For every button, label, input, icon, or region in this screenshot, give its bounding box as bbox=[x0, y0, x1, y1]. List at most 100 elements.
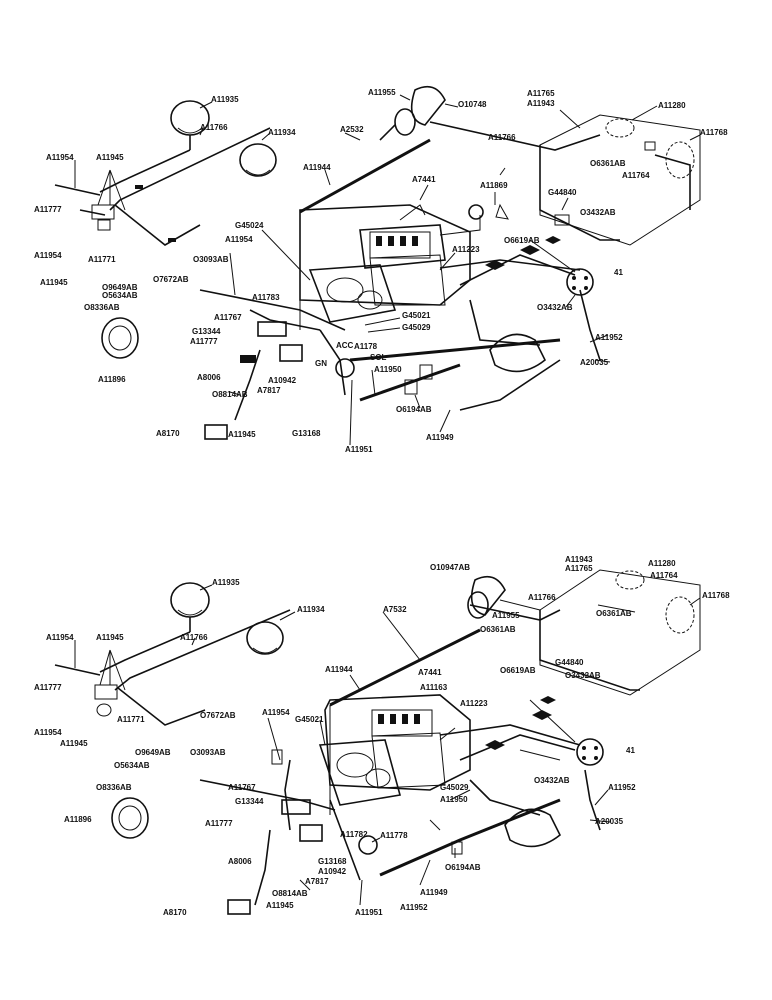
label-o10748: O10748 bbox=[458, 100, 487, 109]
label-a11951: A11951 bbox=[345, 445, 373, 454]
label-o6361ab-l: O6361AB bbox=[596, 609, 632, 618]
label-o6194ab-l: O6194AB bbox=[445, 863, 481, 872]
horn bbox=[468, 204, 484, 220]
label-acc: ACC bbox=[336, 341, 354, 350]
label-g13168-l: G13168 bbox=[318, 857, 347, 866]
label-a11952: A11952 bbox=[595, 333, 623, 342]
label-o8814ab-l: O8814AB bbox=[272, 889, 308, 898]
label-a11768: A11768 bbox=[700, 128, 728, 137]
label-a11777: A11777 bbox=[34, 205, 62, 214]
label-a11954-b-l: A11954 bbox=[34, 728, 62, 737]
label-o9649ab: O9649AB bbox=[102, 283, 138, 292]
label-a11950: A11950 bbox=[374, 365, 402, 374]
label-a10942: A10942 bbox=[268, 376, 297, 385]
label-a7441: A7441 bbox=[412, 175, 436, 184]
label-o10947ab: O10947AB bbox=[430, 563, 470, 572]
label-a11934: A11934 bbox=[268, 128, 296, 137]
label-a11771-l: A11771 bbox=[117, 715, 145, 724]
label-a8006: A8006 bbox=[197, 373, 221, 382]
label-g45029: G45029 bbox=[402, 323, 431, 332]
label-a11896: A11896 bbox=[98, 375, 126, 384]
label-a11777-l: A11777 bbox=[34, 683, 62, 692]
upper-part-labels: A11935 A11766 A11934 A11954 A11945 A1177… bbox=[34, 88, 728, 454]
upper-cables bbox=[199, 121, 691, 421]
label-a11954-b: A11954 bbox=[34, 251, 62, 260]
label-a11944: A11944 bbox=[303, 163, 331, 172]
label-o5634ab: O5634AB bbox=[102, 291, 138, 300]
label-a11768-l: A11768 bbox=[702, 591, 730, 600]
label-o3432ab-2-l: O3432AB bbox=[534, 776, 570, 785]
upper-spot-lamp bbox=[101, 317, 139, 359]
headlamp-harness bbox=[54, 127, 271, 246]
lower-wiring-diagram: A11935 O10947AB A11943 A11765 A11280 A11… bbox=[34, 555, 730, 917]
label-a11766: A11766 bbox=[200, 123, 228, 132]
label-o8814ab: O8814AB bbox=[212, 390, 248, 399]
label-a11869: A11869 bbox=[480, 181, 508, 190]
label-a8170-l: A8170 bbox=[163, 908, 187, 917]
label-o9649ab-l: O9649AB bbox=[135, 748, 171, 757]
label-g45029-l: G45029 bbox=[440, 783, 469, 792]
label-o8336ab: O8336AB bbox=[84, 303, 120, 312]
label-41: 41 bbox=[614, 268, 623, 277]
label-a11223-l: A11223 bbox=[460, 699, 488, 708]
lower-starter bbox=[504, 808, 562, 848]
label-o5634ab-l: O5634AB bbox=[114, 761, 150, 770]
label-a10942-l: A10942 bbox=[318, 867, 347, 876]
label-a11943: A11943 bbox=[527, 99, 555, 108]
upper-fender-outline bbox=[539, 114, 701, 246]
upper-leader-lines bbox=[74, 94, 701, 446]
label-a11767: A11767 bbox=[214, 313, 242, 322]
label-a8006-l: A8006 bbox=[228, 857, 252, 866]
label-a7817-l: A7817 bbox=[305, 877, 329, 886]
label-a20035-l: A20035 bbox=[595, 817, 624, 826]
label-a11765-l: A11765 bbox=[565, 564, 593, 573]
label-a11954-c: A11954 bbox=[225, 235, 253, 244]
lower-generator bbox=[470, 575, 506, 616]
label-a20035: A20035 bbox=[580, 358, 609, 367]
label-a2532: A2532 bbox=[340, 125, 364, 134]
label-a11777-b-l: A11777 bbox=[205, 819, 233, 828]
label-a7441-l: A7441 bbox=[418, 668, 442, 677]
label-a11955-l: A11955 bbox=[492, 611, 520, 620]
label-a11954: A11954 bbox=[46, 153, 74, 162]
label-a11782-l: A11782 bbox=[340, 830, 368, 839]
label-a11954-c-l: A11954 bbox=[262, 708, 290, 717]
lower-leader-lines bbox=[74, 584, 701, 906]
label-g13344: G13344 bbox=[192, 327, 221, 336]
label-a11945-l: A11945 bbox=[96, 633, 124, 642]
lower-cables bbox=[199, 604, 640, 906]
lower-headlamp-harness bbox=[54, 609, 291, 726]
label-o7672ab-l: O7672AB bbox=[200, 711, 236, 720]
label-a11163-l: A11163 bbox=[420, 683, 448, 692]
label-sol: SOL bbox=[370, 353, 387, 362]
left-headlamp bbox=[170, 100, 210, 150]
headlamp-switch bbox=[91, 204, 115, 220]
label-41-l: 41 bbox=[626, 746, 635, 755]
upper-gauge-41 bbox=[566, 268, 594, 296]
label-a11945-b-l: A11945 bbox=[60, 739, 88, 748]
label-a11771: A11771 bbox=[88, 255, 116, 264]
lower-right-headlamp bbox=[246, 621, 284, 655]
label-o3432ab-2: O3432AB bbox=[537, 303, 573, 312]
label-a11934-l: A11934 bbox=[297, 605, 325, 614]
label-a7817: A7817 bbox=[257, 386, 281, 395]
label-g45021-l: G45021 bbox=[295, 715, 324, 724]
label-a11896-l: A11896 bbox=[64, 815, 92, 824]
label-a11783: A11783 bbox=[252, 293, 280, 302]
label-o6194ab: O6194AB bbox=[396, 405, 432, 414]
label-o3432ab-l: O3432AB bbox=[565, 671, 601, 680]
label-o6361ab: O6361AB bbox=[590, 159, 626, 168]
label-o6361ab-2-l: O6361AB bbox=[480, 625, 516, 634]
lower-dash-panel bbox=[318, 739, 402, 806]
label-a11280-l: A11280 bbox=[648, 559, 676, 568]
label-a8170: A8170 bbox=[156, 429, 180, 438]
label-a11767-l: A11767 bbox=[228, 783, 256, 792]
label-o3432ab: O3432AB bbox=[580, 208, 616, 217]
label-a1178: A1178 bbox=[354, 342, 378, 351]
upper-ignition-switch bbox=[335, 358, 355, 378]
label-o6619ab-l: O6619AB bbox=[500, 666, 536, 675]
label-a11945: A11945 bbox=[96, 153, 124, 162]
label-a11949: A11949 bbox=[426, 433, 454, 442]
label-a11766-r: A11766 bbox=[488, 133, 516, 142]
label-o3093ab-l: O3093AB bbox=[190, 748, 226, 757]
